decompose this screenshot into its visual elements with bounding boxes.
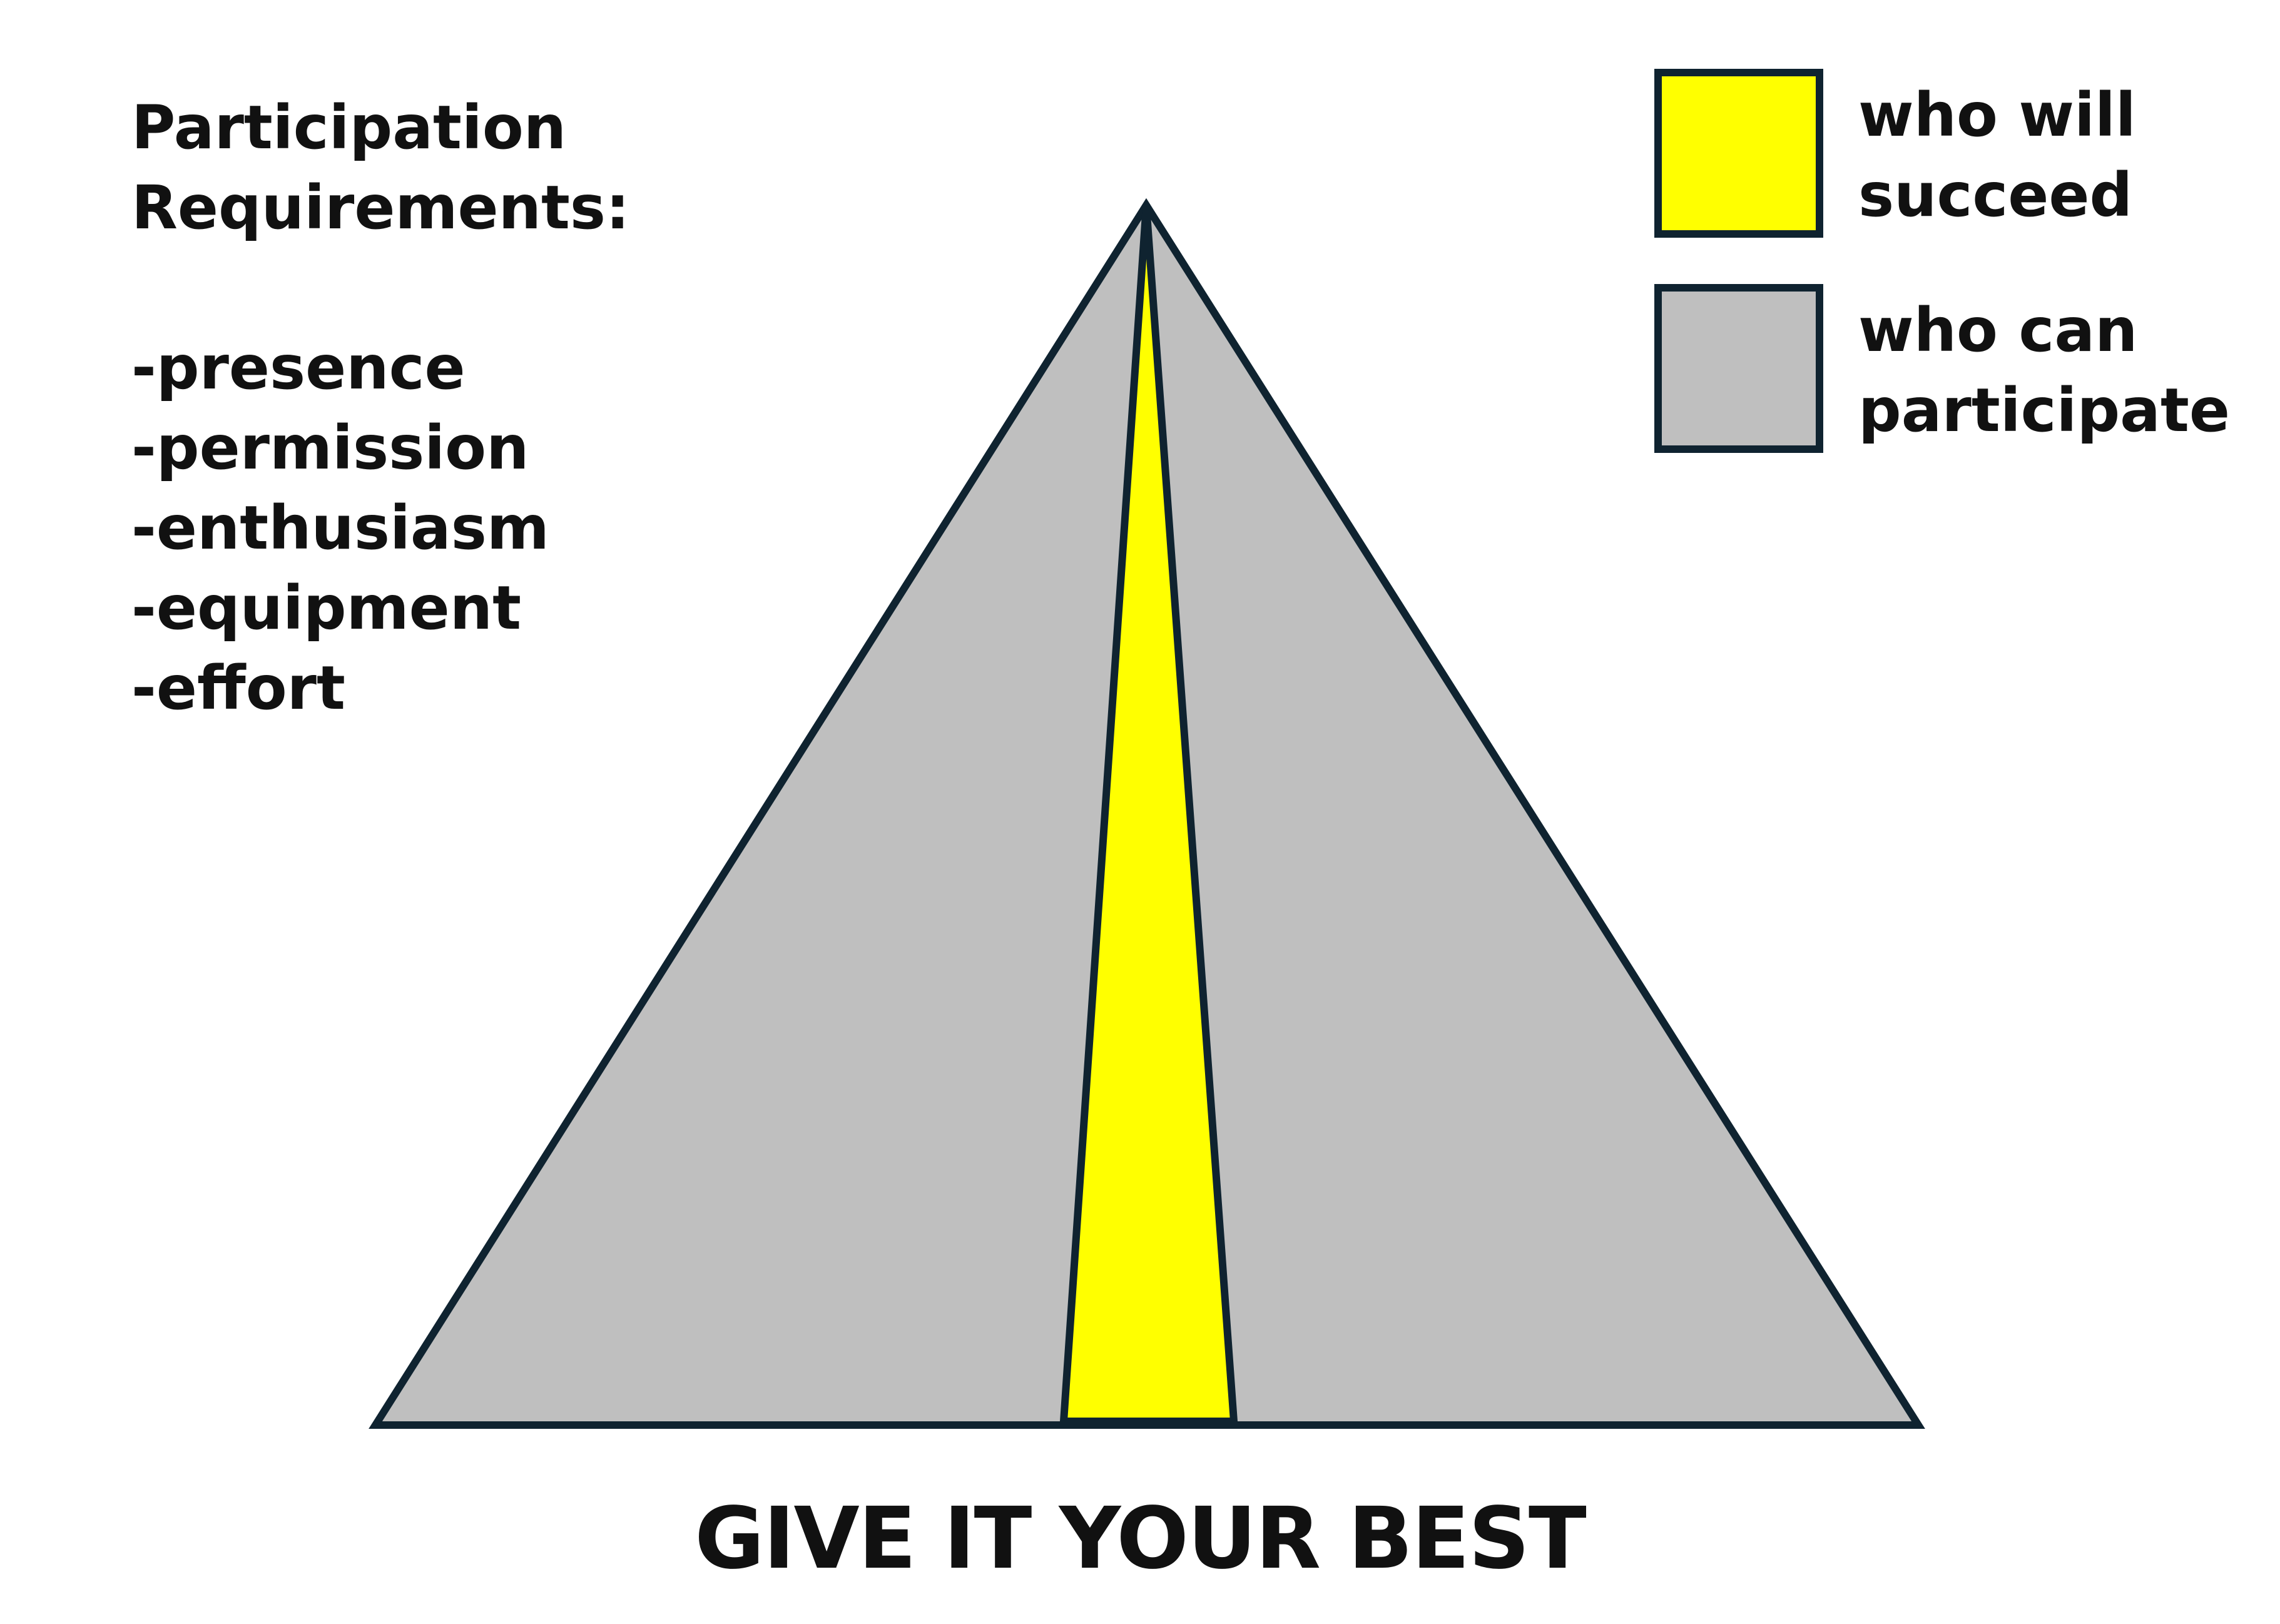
legend-succeed-line-2: succeed [1858, 160, 2133, 230]
requirement-item: -presence [131, 333, 466, 403]
requirement-item: -enthusiasm [131, 493, 549, 563]
requirement-item: -effort [131, 653, 345, 723]
legend-label-succeed: who will succeed [1858, 75, 2136, 235]
legend-succeed-line-1: who will [1858, 80, 2136, 150]
requirement-item: -equipment [131, 573, 522, 643]
legend-participate-line-1: who can [1858, 295, 2138, 365]
requirements-title-line-1: Participation [131, 93, 567, 163]
legend-swatch-yellow [1654, 69, 1823, 238]
requirement-item: -permission [131, 413, 529, 483]
requirements-list: -presence -permission -enthusiasm -equip… [131, 328, 695, 728]
legend-label-participate: who can participate [1858, 290, 2230, 450]
succeed-wedge [1059, 205, 1238, 1425]
footer-title: GIVE IT YOUR BEST [695, 1490, 1586, 1588]
requirements-title-line-2: Requirements: [131, 173, 630, 243]
legend-item-participate: who can participate [1654, 284, 2267, 465]
legend-participate-line-2: participate [1858, 375, 2230, 445]
legend-swatch-gray [1654, 284, 1823, 453]
legend-item-succeed: who will succeed [1654, 69, 2267, 250]
participation-requirements: Participation Requirements: -presence -p… [131, 88, 695, 728]
